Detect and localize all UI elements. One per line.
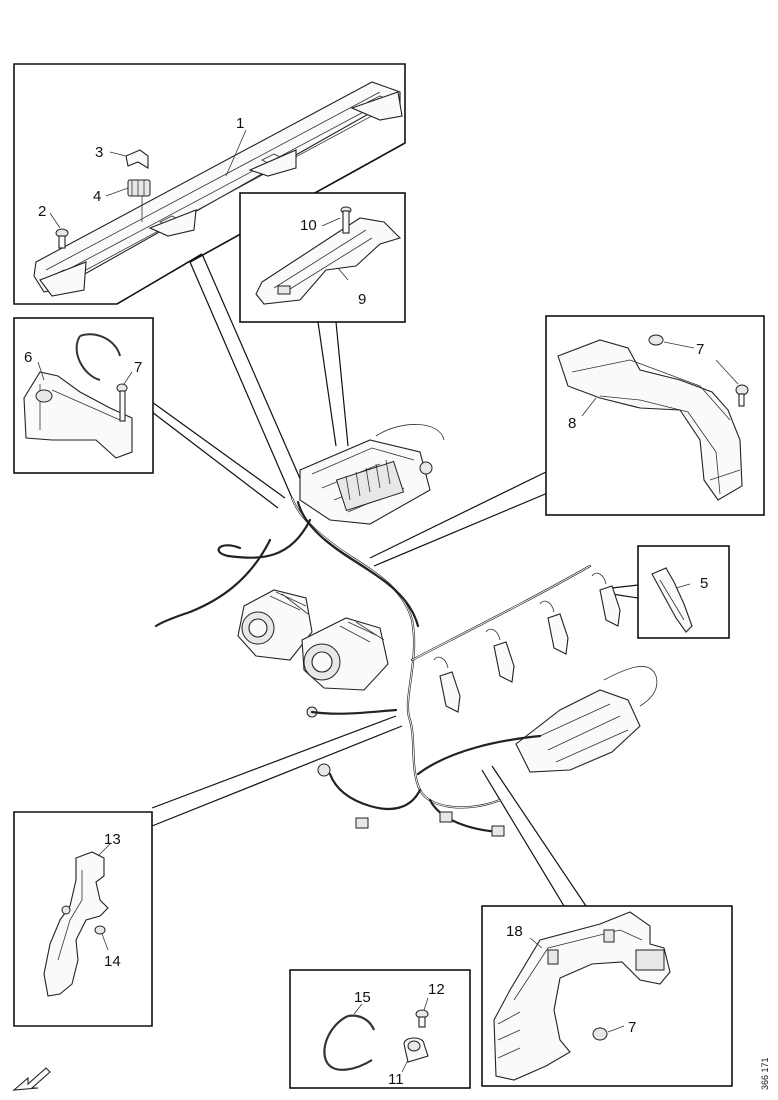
detail-box-bracket-6: 6 7: [13, 317, 154, 474]
clip-part-3: [125, 149, 149, 169]
nut-part-7-b2: [735, 384, 749, 407]
callout-4: 4: [93, 188, 101, 205]
fuse-box-icon: [299, 424, 445, 525]
callout-7-c: 7: [628, 1019, 636, 1036]
callout-1: 1: [236, 115, 244, 132]
exhaust-component: [515, 666, 658, 773]
callout-8: 8: [568, 415, 576, 432]
callout-12: 12: [428, 981, 445, 998]
callout-9: 9: [358, 291, 366, 308]
bolt-part-12: [415, 1009, 429, 1028]
tie-strap-part-15: [323, 1014, 373, 1071]
callout-7-a: 7: [134, 359, 142, 376]
callout-15: 15: [354, 989, 371, 1006]
leader-lines: [151, 253, 639, 907]
reference-number: 366 171: [760, 1057, 770, 1090]
bracket-part-13: [43, 851, 109, 997]
bracket-part-18: [493, 911, 671, 1081]
starter-motor-icon: [301, 617, 389, 691]
detail-box-cover: 10 9: [239, 192, 406, 323]
nut-part-7-c: [592, 1027, 608, 1041]
nut-part-7-b1: [648, 334, 664, 346]
detail-box-rail: 1 3 4 2: [13, 63, 406, 305]
detail-box-fasteners: 15 12 11: [289, 969, 471, 1089]
callout-7-b: 7: [696, 341, 704, 358]
callout-3: 3: [95, 144, 103, 161]
callout-13: 13: [104, 831, 121, 848]
tie-strap: [75, 333, 121, 381]
callout-6: 6: [24, 349, 32, 366]
injector-connectors: [433, 572, 621, 713]
detail-box-clip-5: 5: [637, 545, 730, 639]
bolt-part-7-a: [116, 383, 128, 422]
alternator-icon: [237, 589, 313, 661]
connector-part-4: [127, 179, 151, 222]
grommet-part-11: [403, 1037, 429, 1063]
callout-5: 5: [700, 575, 708, 592]
callout-10: 10: [300, 217, 317, 234]
nut-part-14: [94, 925, 106, 935]
callout-14: 14: [104, 953, 121, 970]
detail-box-bracket-8: 7 8: [545, 315, 765, 516]
cover-part-9: [255, 217, 402, 305]
callout-18: 18: [506, 923, 523, 940]
callout-2: 2: [38, 203, 46, 220]
bracket-part-8: [557, 339, 743, 501]
detail-box-bracket-18: 18 7: [481, 905, 733, 1087]
detail-box-bracket-13: 13 14: [13, 811, 153, 1027]
main-harness-assembly: [154, 424, 658, 837]
callout-11: 11: [388, 1071, 404, 1088]
bolt-part-10: [340, 206, 352, 234]
direction-arrow-icon: [12, 1067, 51, 1091]
bolt-part-2: [55, 228, 69, 249]
